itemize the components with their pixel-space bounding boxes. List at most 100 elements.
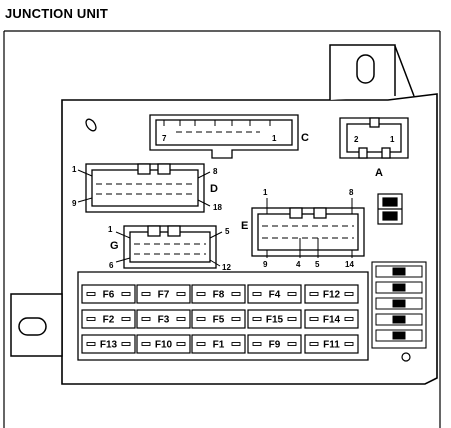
fuse-label: F7 (158, 290, 170, 301)
fuse-terminal (252, 317, 262, 321)
connector-e-label: E (241, 220, 248, 232)
connector-c-label: C (301, 132, 309, 144)
fuse-label: F11 (323, 340, 340, 351)
fuse-terminal (231, 292, 241, 296)
fuse-f3: F3 (136, 309, 191, 329)
connector-a (339, 117, 409, 159)
fuse-terminal (86, 342, 96, 346)
fuse-f9: F9 (247, 334, 302, 354)
connector-g-label: G (110, 240, 119, 252)
fuse-terminal (121, 292, 131, 296)
connector-g-pin-1: 1 (108, 225, 113, 234)
fuse-terminal (287, 342, 297, 346)
fuse-terminal (344, 292, 354, 296)
outer-frame (3, 30, 441, 428)
fuse-slot (136, 284, 191, 304)
fuse-f11: F11 (304, 334, 359, 354)
spare-fuse-column (371, 261, 427, 349)
fuse-terminal (344, 317, 354, 321)
fuse-terminal (309, 292, 319, 296)
fuse-terminal (176, 317, 186, 321)
fuse-terminal (231, 317, 241, 321)
fuse-label: F15 (266, 315, 284, 326)
fuse-label: F1 (213, 340, 225, 351)
fuse-slot (304, 334, 359, 354)
left-mounting-bracket (10, 293, 63, 357)
fuse-terminal (176, 342, 186, 346)
fuse-terminal (287, 292, 297, 296)
fuse-slot (191, 334, 246, 354)
fuse-terminal (196, 317, 206, 321)
fuse-label: F3 (158, 315, 170, 326)
fuse-label: F13 (100, 340, 118, 351)
fuse-label: F6 (103, 290, 115, 301)
fuse-slot (136, 309, 191, 329)
fuse-f5: F5 (191, 309, 246, 329)
fuse-f14: F14 (304, 309, 359, 329)
diagram-title: JUNCTION UNIT (5, 6, 108, 21)
fuse-terminal (309, 342, 319, 346)
fuse-terminal (287, 317, 297, 321)
fuse-label: F2 (103, 315, 115, 326)
fuse-label: F4 (269, 290, 281, 301)
fuse-slot (81, 284, 136, 304)
fuse-terminal (86, 292, 96, 296)
connector-c (149, 114, 299, 159)
fuse-slot (136, 334, 191, 354)
fuse-slot (81, 334, 136, 354)
fuse-terminal (121, 342, 131, 346)
fuse-slot (304, 309, 359, 329)
fuse-terminal (86, 317, 96, 321)
fuse-terminal (141, 292, 151, 296)
connector-e-pin-14: 14 (345, 260, 354, 269)
fuse-block (77, 271, 369, 361)
connector-e (251, 198, 365, 258)
fuse-terminal (309, 317, 319, 321)
fuse-terminal (196, 292, 206, 296)
connector-a-label: A (375, 167, 383, 179)
fuse-terminal (121, 317, 131, 321)
connector-d-pin-9: 9 (72, 199, 77, 208)
fuse-f1: F1 (191, 334, 246, 354)
connector-g (115, 225, 223, 269)
connector-d-pin-18: 18 (213, 203, 222, 212)
fuse-terminal (252, 292, 262, 296)
connector-d-pin-1: 1 (72, 165, 77, 174)
connector-c-pin-1: 1 (272, 134, 277, 143)
connector-d-pin-8: 8 (213, 167, 218, 176)
fuse-f8: F8 (191, 284, 246, 304)
fuse-slot (191, 309, 246, 329)
fuse-terminal (231, 342, 241, 346)
connector-a-pin-2: 2 (354, 135, 359, 144)
connector-e-pin-1: 1 (263, 188, 268, 197)
fuse-terminal (141, 317, 151, 321)
connector-e-pin-8: 8 (349, 188, 354, 197)
fuse-terminal (176, 292, 186, 296)
fuse-slot (81, 309, 136, 329)
fuse-f6: F6 (81, 284, 136, 304)
connector-e-pin-5: 5 (315, 260, 320, 269)
connector-e-pin-4: 4 (296, 260, 301, 269)
relay-socket (377, 193, 403, 225)
connector-g-pin-6: 6 (109, 261, 114, 270)
fuse-label: F5 (213, 315, 225, 326)
fuse-terminal (252, 342, 262, 346)
connector-e-pin-9: 9 (263, 260, 268, 269)
connector-g-pin-12: 12 (222, 263, 231, 272)
fuse-slot (247, 309, 302, 329)
fuse-f15: F15 (247, 309, 302, 329)
fuse-label: F14 (323, 315, 341, 326)
fuse-label: F9 (269, 340, 281, 351)
fuse-f10: F10 (136, 334, 191, 354)
fuse-label: F12 (323, 290, 341, 301)
fuse-f2: F2 (81, 309, 136, 329)
connector-d (77, 163, 211, 213)
fuse-label: F10 (155, 340, 173, 351)
connector-c-pin-7: 7 (162, 134, 167, 143)
connector-d-label: D (210, 183, 218, 195)
fuse-f7: F7 (136, 284, 191, 304)
connector-a-pin-1: 1 (390, 135, 395, 144)
fuse-label: F8 (213, 290, 225, 301)
